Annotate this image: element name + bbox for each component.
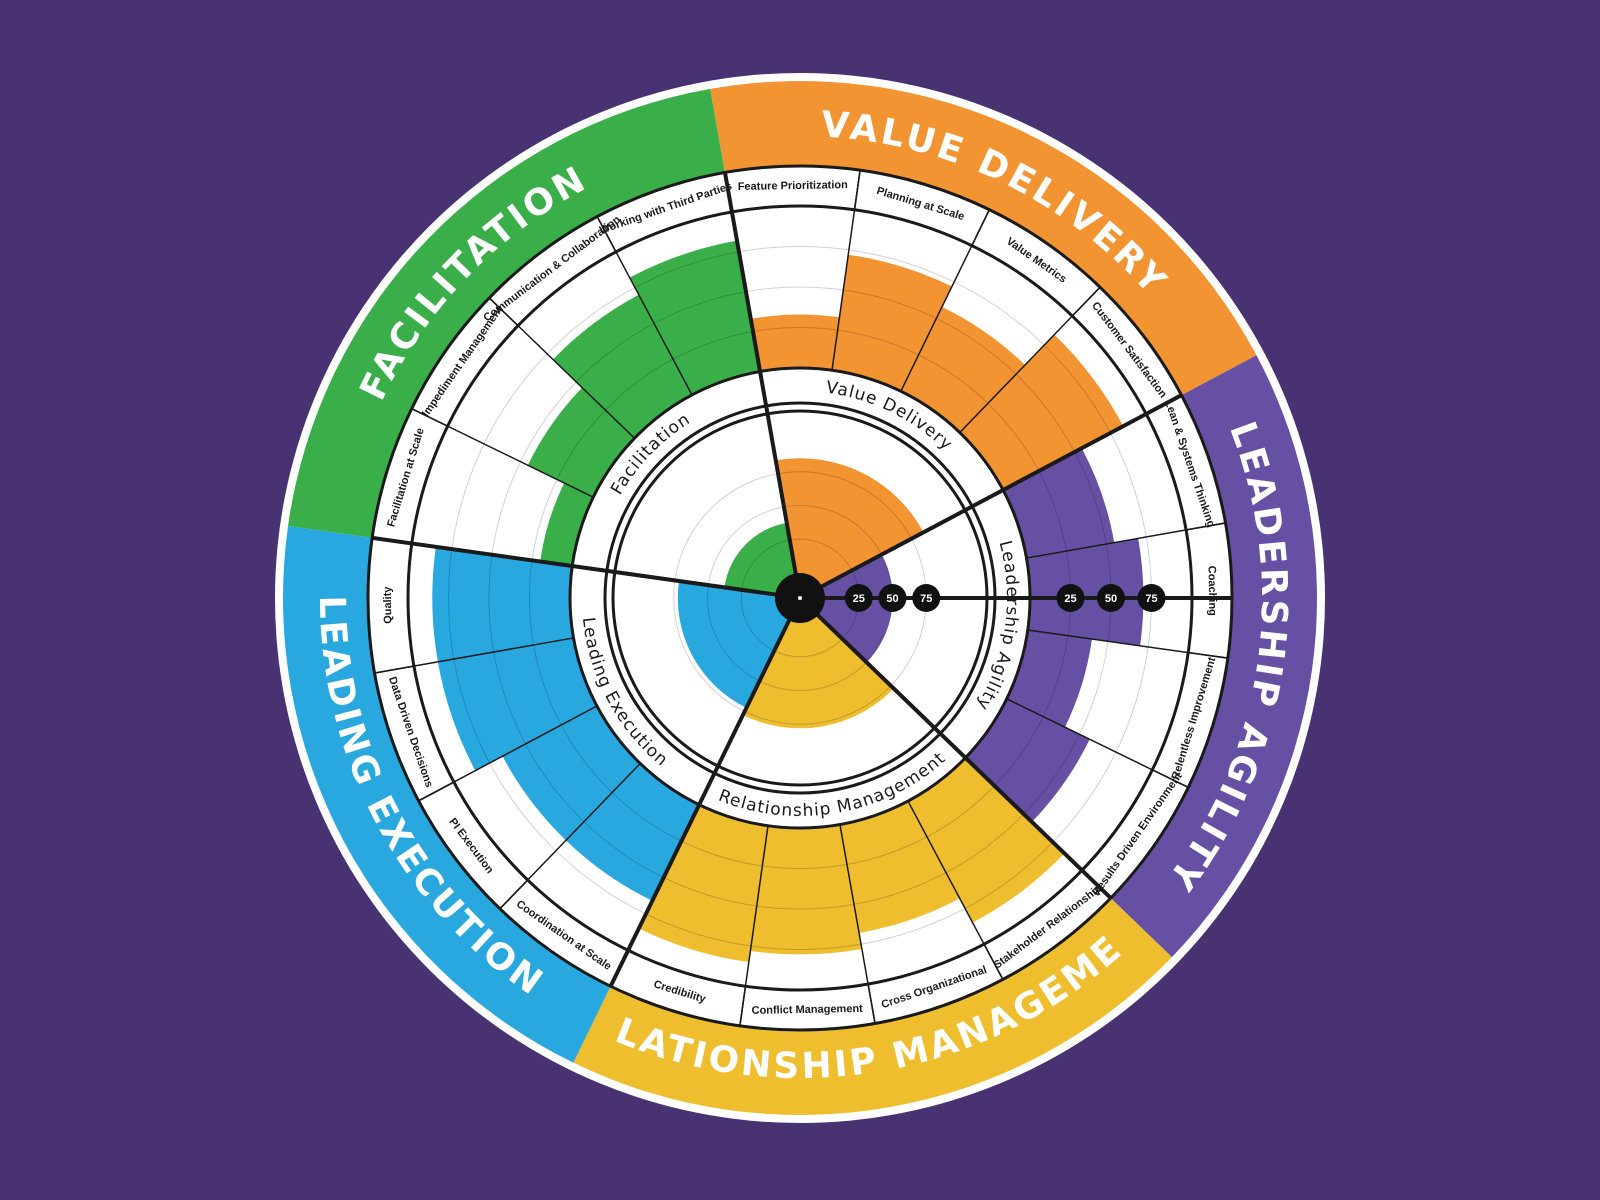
tick-inner-25 xyxy=(844,584,873,612)
inner-core-bar-value-delivery xyxy=(775,458,924,598)
segment-bar-value-delivery-3 xyxy=(959,334,1124,491)
competency-label-leading-execution-3: Quality xyxy=(382,586,395,624)
domain-band-leadership-agility xyxy=(1110,355,1318,958)
segment-bar-facilitation-3 xyxy=(629,240,761,395)
inner-core-bar-facilitation xyxy=(724,522,800,598)
domain-band-relationship-management xyxy=(573,898,1172,1115)
competency-ring xyxy=(367,165,1233,1031)
segment-bar-leading-execution-3 xyxy=(432,546,574,662)
domain-band-leading-execution xyxy=(282,526,611,1063)
tick-label-outer-50: 50 xyxy=(1105,593,1117,605)
tick-outer-75 xyxy=(1137,584,1166,612)
competency-label-leadership-agility-1: Coaching xyxy=(1206,566,1219,616)
tick-label-inner-50: 50 xyxy=(886,593,898,605)
tick-label-outer-25: 25 xyxy=(1064,593,1076,605)
segment-bar-facilitation-0 xyxy=(540,482,594,566)
segment-bar-leadership-agility-2 xyxy=(1006,630,1092,728)
competency-label-value-delivery-0: Feature Prioritization xyxy=(738,179,848,193)
tick-outer-25 xyxy=(1056,584,1085,612)
segment-bar-leadership-agility-3 xyxy=(965,698,1090,822)
segment-bar-value-delivery-0 xyxy=(750,314,840,372)
tick-label-inner-25: 25 xyxy=(853,593,865,605)
segment-bar-leadership-agility-1 xyxy=(1026,538,1144,646)
inner-core-bar-relationship-management xyxy=(742,598,894,729)
segment-bar-relationship-management-1 xyxy=(839,801,960,933)
inner-core-bar-leading-execution xyxy=(677,580,800,708)
inner-core-bar-leadership-agility xyxy=(800,554,893,663)
segment-bar-leading-execution-2 xyxy=(437,637,597,771)
tick-label-outer-75: 75 xyxy=(1145,593,1157,605)
competency-label-relationship-management-2: Conflict Management xyxy=(751,1003,863,1017)
segment-bar-leading-execution-0 xyxy=(565,763,700,901)
segment-bar-relationship-management-2 xyxy=(750,824,862,955)
segment-bar-value-delivery-1 xyxy=(832,254,952,392)
segment-bar-value-delivery-2 xyxy=(900,306,1026,433)
domain-band-facilitation xyxy=(288,88,725,538)
center-dot xyxy=(798,596,802,600)
domain-band-value-delivery xyxy=(710,81,1257,396)
inner-core-bg-leadership-agility xyxy=(800,510,987,728)
segment-bar-relationship-management-3 xyxy=(638,804,768,963)
tick-label-inner-75: 75 xyxy=(920,593,932,605)
scale-ticks: 25 25 50 50 75 75 xyxy=(775,573,1232,623)
tick-inner-75 xyxy=(912,584,941,612)
segment-bar-relationship-management-0 xyxy=(907,757,1065,923)
inner-label-cell-leadership-agility xyxy=(940,490,1030,758)
segment-bar-leading-execution-1 xyxy=(502,705,641,841)
tick-inner-50 xyxy=(878,584,907,612)
tick-outer-50 xyxy=(1097,584,1125,612)
